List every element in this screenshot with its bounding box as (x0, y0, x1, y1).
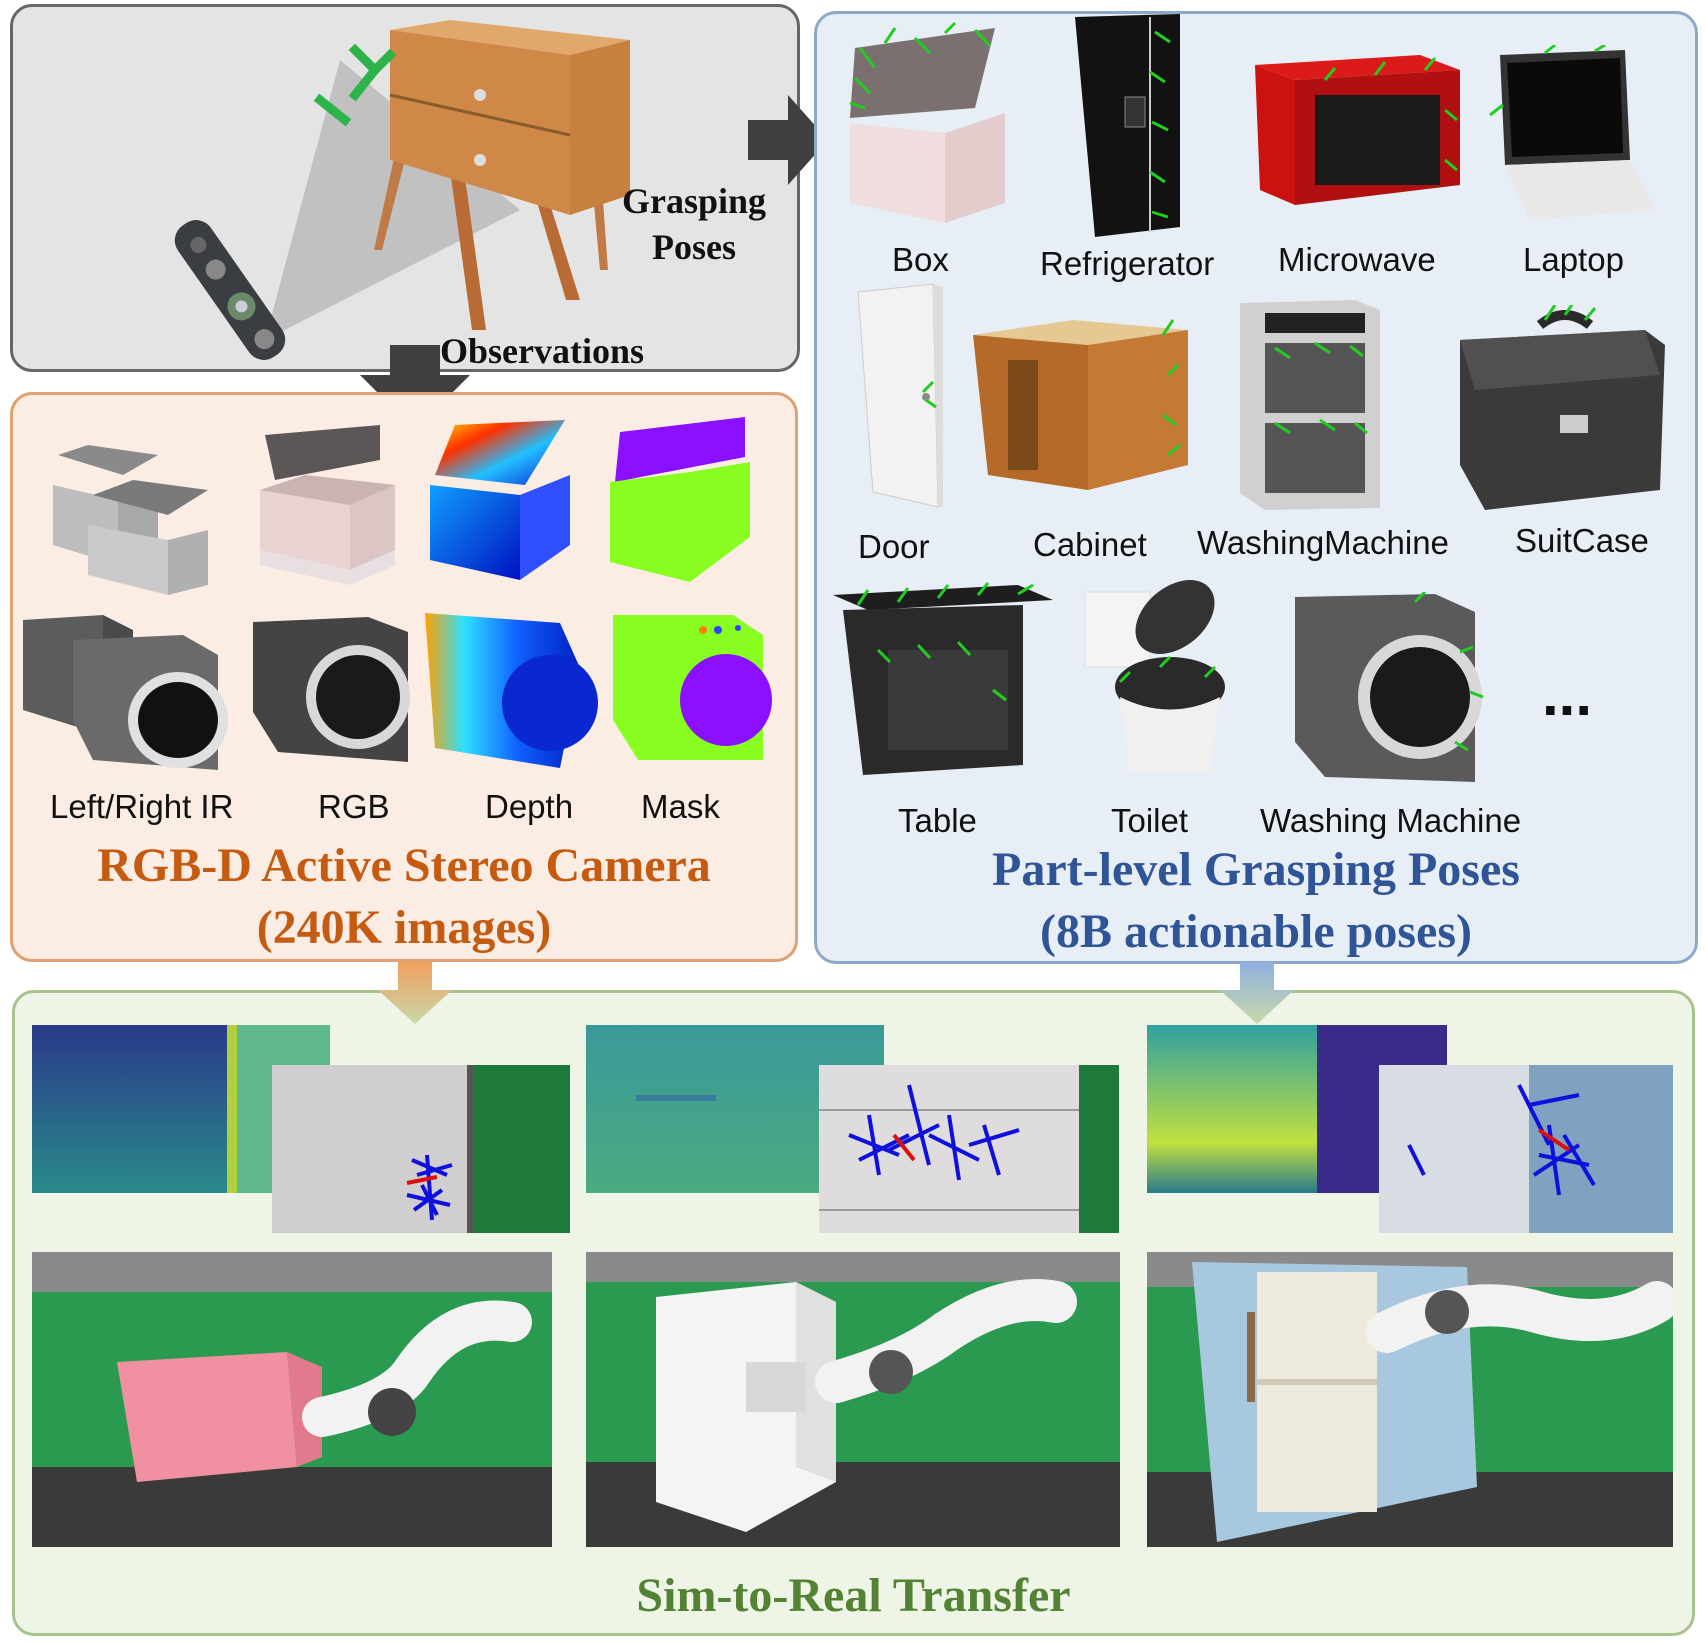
camera-panel-subtitle: (240K images) (256, 901, 552, 954)
box-depth-image (430, 420, 570, 580)
washer-rgb-image (253, 617, 410, 762)
object-label-suitcase: SuitCase (1515, 522, 1649, 559)
nightstand-front (390, 30, 570, 215)
depth-camera (174, 220, 286, 360)
down-arrow-icon (360, 345, 470, 430)
real-robot-scene-1 (32, 1252, 552, 1547)
object-label-microwave: Microwave (1278, 241, 1436, 278)
nightstand-side (570, 40, 630, 215)
modality-label-rgb: RGB (318, 788, 390, 825)
modality-label-ir: Left/Right IR (50, 788, 234, 825)
box-ir-image (53, 445, 208, 595)
object-label-toilet: Toilet (1111, 802, 1189, 839)
washer-ir-image (23, 615, 228, 770)
laptop-object-image (1489, 45, 1655, 220)
object-label-washing-machine: Washing Machine (1260, 802, 1522, 839)
object-label-door: Door (858, 528, 930, 565)
washingmachine-tall-object-image (1240, 300, 1380, 510)
poses-panel-title: Part-level Grasping Poses (992, 843, 1520, 896)
object-label-washingmachine: WashingMachine (1197, 524, 1449, 561)
washer-mask-image (613, 615, 772, 760)
camera-panel-title: RGB-D Active Stereo Camera (97, 839, 711, 892)
drawer-knob (474, 154, 486, 166)
modality-label-depth: Depth (485, 788, 574, 825)
poses-panel-subtitle: (8B actionable poses) (1040, 905, 1472, 958)
box-rgb-image (260, 425, 395, 585)
grasping-poses-label: Grasping Poses (622, 181, 767, 267)
right-arrow-icon (748, 95, 828, 185)
suitcase-object-image (1460, 305, 1665, 510)
nightstand-leg (450, 170, 486, 330)
drawer-knob (474, 89, 486, 101)
object-label-refrigerator: Refrigerator (1040, 245, 1215, 282)
real-grasp-view-3 (1379, 1065, 1673, 1233)
real-robot-scene-3 (1147, 1252, 1673, 1547)
nightstand-top (390, 20, 630, 55)
nightstand-leg (374, 140, 410, 250)
microwave-object-image (1255, 55, 1460, 205)
table-object-image (833, 582, 1053, 775)
washing-machine-object-image (1295, 592, 1484, 782)
gripper-icon (313, 43, 397, 127)
toilet-object-image (1084, 580, 1225, 772)
real-robot-scene-2 (586, 1252, 1120, 1547)
nightstand-leg (532, 185, 580, 300)
down-arrow-blue-icon (1220, 962, 1294, 1024)
transfer-panel-title: Sim-to-Real Transfer (636, 1569, 1071, 1622)
real-grasp-view-1 (272, 1065, 570, 1233)
object-label-laptop: Laptop (1523, 241, 1624, 278)
ellipsis-label: ... (1542, 661, 1593, 728)
object-label-box: Box (892, 241, 949, 278)
door-object-image (857, 283, 943, 508)
down-arrow-orange-icon (378, 962, 452, 1024)
observations-label: Observations (440, 331, 645, 371)
object-label-cabinet: Cabinet (1033, 526, 1147, 563)
cabinet-object-image (973, 319, 1188, 490)
real-grasp-view-2 (819, 1065, 1119, 1233)
box-mask-image (610, 417, 750, 582)
nightstand-scene (174, 20, 630, 360)
refrigerator-object-image (1075, 14, 1180, 237)
object-label-table: Table (898, 802, 977, 839)
modality-label-mask: Mask (641, 788, 720, 825)
box-object-image (849, 21, 1005, 223)
washer-depth-image (425, 613, 598, 768)
